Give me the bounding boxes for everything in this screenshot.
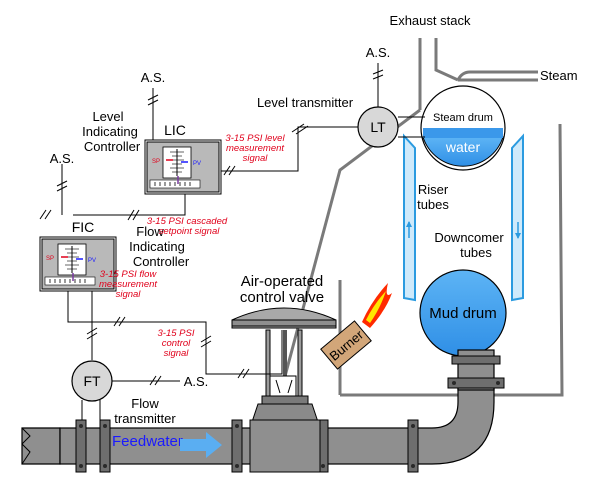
fic-tag: FIC <box>72 219 95 235</box>
riser-label-1: Riser <box>418 182 449 197</box>
cascade-signal-2: setpoint signal <box>159 226 221 237</box>
exhaust-stack-label: Exhaust stack <box>390 13 471 28</box>
as-lt-label: A.S. <box>366 45 391 60</box>
flow-transmitter: FT <box>71 360 113 402</box>
as-lic-label: A.S. <box>141 70 166 85</box>
level-transmitter: LT <box>357 106 399 148</box>
control-signal-3: signal <box>164 348 190 359</box>
as-fic-label: A.S. <box>50 151 75 166</box>
riser-label-2: tubes <box>417 197 449 212</box>
cascade-signal-1: 3-15 PSI cascaded <box>147 216 228 227</box>
steam-label: Steam <box>540 68 578 83</box>
as-ft-label: A.S. <box>184 374 209 389</box>
steam-drum-label: Steam drum <box>433 112 493 124</box>
level-ctrl-label-1: Level <box>92 109 123 124</box>
flow-tx-label-1: Flow <box>131 396 159 411</box>
steam-drum: Steam drum water <box>420 85 506 171</box>
flow-ctrl-label-1: Flow <box>136 224 164 239</box>
flow-signal-3: signal <box>116 289 142 300</box>
water-label: water <box>445 139 481 155</box>
flow-ctrl-label-2: Indicating <box>129 239 185 254</box>
fic-pv: PV <box>88 258 96 264</box>
lic-tag: LIC <box>164 122 186 138</box>
lic-pv: PV <box>193 161 201 167</box>
level-transmitter-label: Level transmitter <box>257 95 354 110</box>
valve-label-1: Air-operated <box>241 273 324 290</box>
feedwater-arrow-icon <box>180 432 222 458</box>
mud-drum-label: Mud drum <box>429 305 497 322</box>
control-signal-2: control <box>162 338 191 349</box>
mud-drum: Mud drum <box>419 269 507 357</box>
feedwater-label: Feedwater <box>112 433 183 450</box>
level-signal-2: measurement <box>226 143 284 154</box>
downcomer-label-1: Downcomer <box>434 230 504 245</box>
level-indicating-controller: SP PV <box>144 139 222 195</box>
lt-tag: LT <box>370 119 386 135</box>
level-signal-3: signal <box>243 153 269 164</box>
flow-tx-label-2: transmitter <box>114 411 176 426</box>
valve-label-2: control valve <box>240 289 324 306</box>
signal-lines <box>39 63 425 420</box>
fic-sp: SP <box>46 256 54 262</box>
lic-sp: SP <box>152 159 160 165</box>
control-signal-1: 3-15 PSI <box>158 328 195 339</box>
boiler-tubes <box>403 133 524 302</box>
level-ctrl-label-2: Indicating <box>82 124 138 139</box>
flow-ctrl-label-3: Controller <box>133 254 190 269</box>
level-signal-1: 3-15 PSI level <box>225 133 285 144</box>
control-valve <box>231 307 337 473</box>
flow-signal-2: measurement <box>99 279 157 290</box>
steam-pipe <box>456 70 538 82</box>
flow-indicating-controller: SP PV <box>39 236 117 292</box>
flow-signal-1: 3-15 PSI flow <box>100 269 158 280</box>
level-ctrl-label-3: Controller <box>84 139 141 154</box>
ft-tag: FT <box>83 373 101 389</box>
downcomer-label-2: tubes <box>460 245 492 260</box>
